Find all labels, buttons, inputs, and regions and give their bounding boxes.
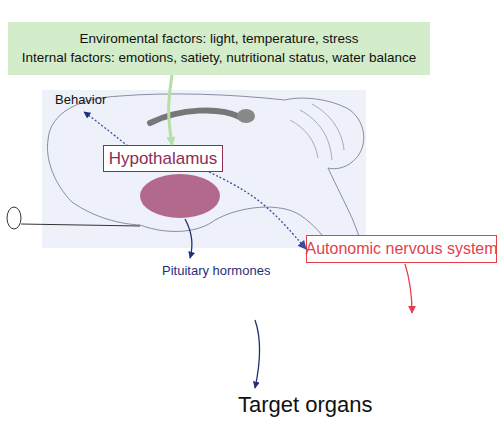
pituitary-arrow [185, 219, 192, 258]
input-band: Enviromental factors: light, temperature… [8, 22, 430, 75]
brain-outline [48, 94, 364, 246]
target-label: Target organs [238, 392, 373, 418]
cerebellum-folia [290, 104, 344, 160]
output-box: Autonomic nervous system [306, 235, 497, 263]
pituitary-label: Pituitary hormones [162, 263, 270, 278]
target-arrow [255, 320, 260, 388]
connector-arrow [169, 75, 172, 145]
olfactory-bulb [7, 207, 21, 229]
autonomic-arrow [405, 264, 412, 313]
behavior-label: Behavior [55, 92, 106, 107]
node-text: Internal factors: emotions, satiety, nut… [22, 49, 416, 68]
brain-structure [237, 109, 255, 123]
behavior-arrow [84, 112, 128, 146]
node-text: Autonomic nervous system [305, 238, 497, 260]
node-text: Enviromental factors: light, temperature… [79, 30, 358, 49]
connector-arrow [209, 172, 306, 249]
node-text: Hypothalamus [109, 147, 218, 171]
hypothalamus-region [140, 174, 220, 218]
region-box: Hypothalamus [103, 145, 223, 172]
brain-panel [42, 90, 366, 248]
nerve-line [21, 224, 140, 226]
corpus-callosum [150, 110, 240, 123]
brain-outline [47, 140, 330, 246]
